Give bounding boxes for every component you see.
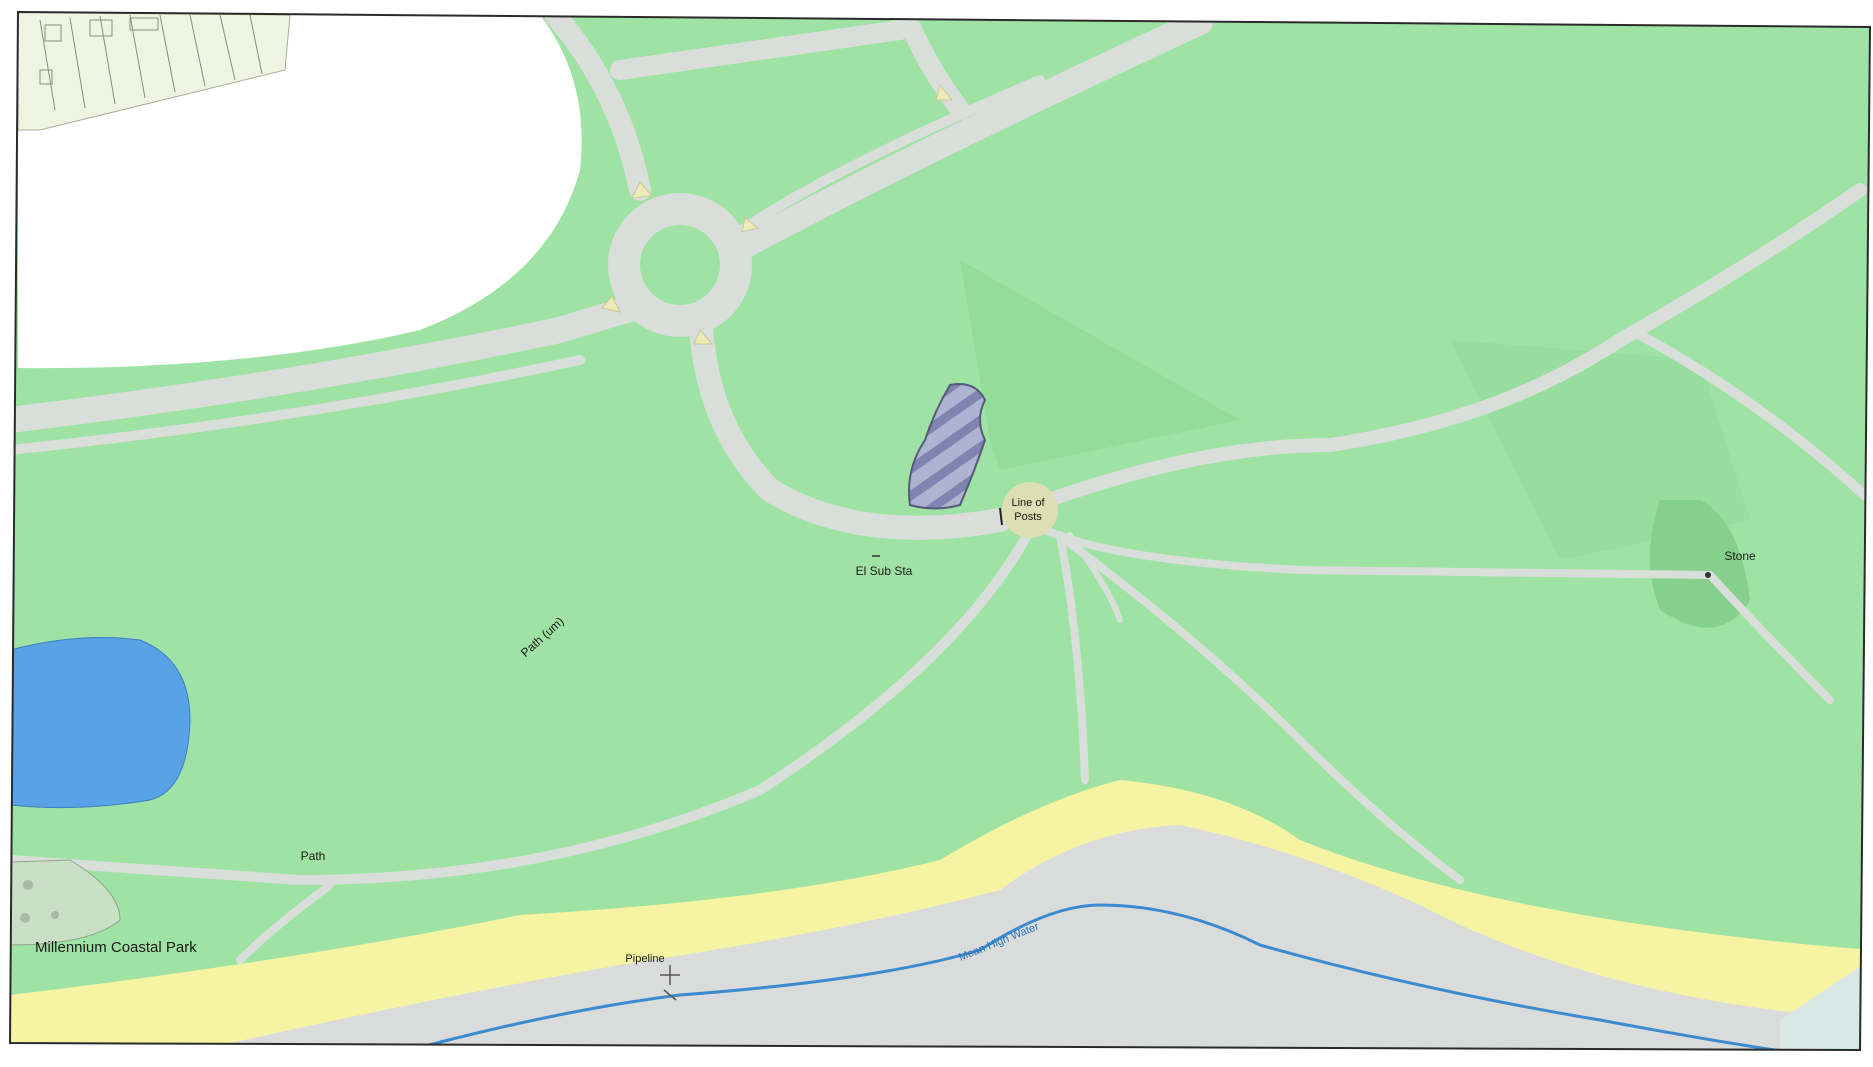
pipeline-symbol xyxy=(660,965,680,1001)
road-network xyxy=(10,12,1870,964)
label-path: Path xyxy=(301,849,326,863)
label-line-of-posts-1: Line of xyxy=(1011,497,1045,509)
lake xyxy=(10,637,191,809)
label-pipeline: Pipeline xyxy=(625,953,664,965)
foreshore xyxy=(200,825,1870,1050)
mean-high-water-line xyxy=(409,903,1851,1050)
label-stone: Stone xyxy=(1724,549,1756,563)
foreshore-edge xyxy=(1780,960,1870,1050)
dark-grass-zone xyxy=(960,260,1240,470)
label-line-of-posts-2: Posts xyxy=(1014,511,1042,523)
label-millennium-coastal-park: Millennium Coastal Park xyxy=(35,939,197,956)
roundabout-island xyxy=(640,225,720,305)
park-feature xyxy=(10,859,121,946)
hatched-area xyxy=(908,383,987,510)
post-marker xyxy=(999,507,1003,526)
map-border xyxy=(8,10,1872,1052)
stone-marker xyxy=(1705,572,1711,578)
label-el-sub-sta: El Sub Sta xyxy=(856,564,913,578)
line-of-posts-hub xyxy=(1002,482,1058,538)
traffic-islands xyxy=(601,83,954,345)
park-tree xyxy=(23,880,33,890)
park-tree xyxy=(51,911,59,919)
park-tree xyxy=(20,913,30,923)
